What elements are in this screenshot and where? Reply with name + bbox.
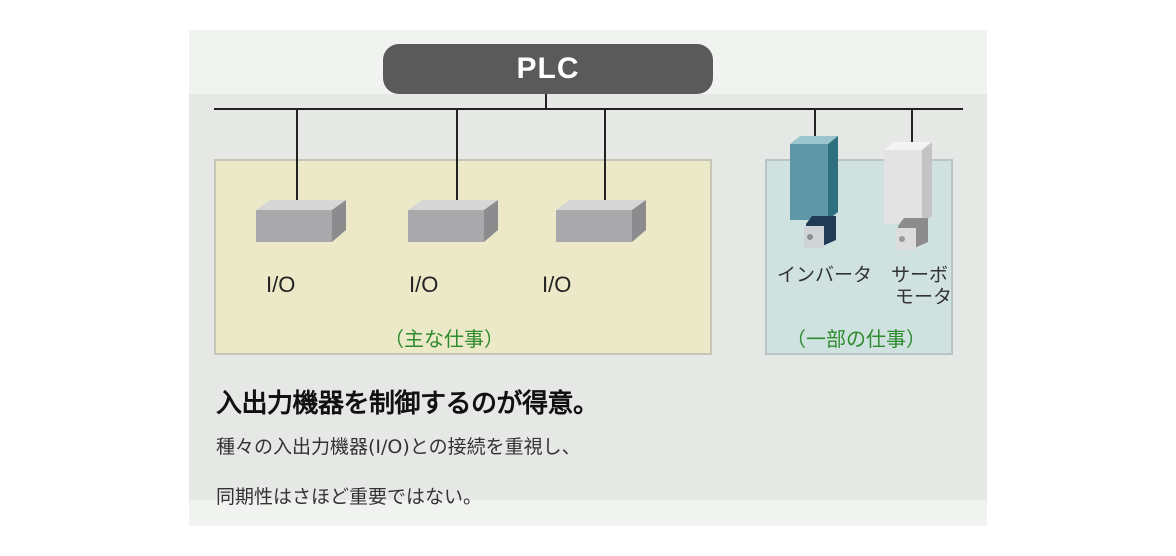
body-line-1: 種々の入出力機器(I/O)との接続を重視し、: [216, 436, 581, 458]
inverter-label: インバータ: [777, 264, 873, 286]
body-line-2: 同期性はさほど重要ではない。: [216, 486, 483, 508]
servo-drop-line: [911, 109, 913, 145]
servo-motor-icon: [884, 142, 932, 250]
main-role-label: （主な仕事）: [384, 327, 504, 351]
io-label: I/O: [266, 272, 296, 297]
io-drop-line: [456, 109, 458, 205]
io-device-icon: [556, 200, 646, 242]
io-device-icon: [256, 200, 346, 242]
bus-line: [214, 108, 963, 110]
io-drop-line: [604, 109, 606, 205]
inverter-icon: [790, 136, 838, 248]
io-device-icon: [408, 200, 498, 242]
plc-connector: [545, 94, 547, 109]
headline: 入出力機器を制御するのが得意。: [216, 389, 599, 419]
plc-label: PLC: [516, 52, 580, 85]
plc-node: PLC: [383, 44, 713, 94]
servo-label-line2: モータ: [894, 286, 952, 308]
inverter-drop-line: [814, 109, 816, 139]
io-label: I/O: [542, 272, 572, 297]
io-drop-line: [296, 109, 298, 205]
servo-label-line1: サーボ: [890, 264, 948, 286]
sub-role-label: （一部の仕事）: [786, 327, 926, 351]
io-label: I/O: [409, 272, 439, 297]
